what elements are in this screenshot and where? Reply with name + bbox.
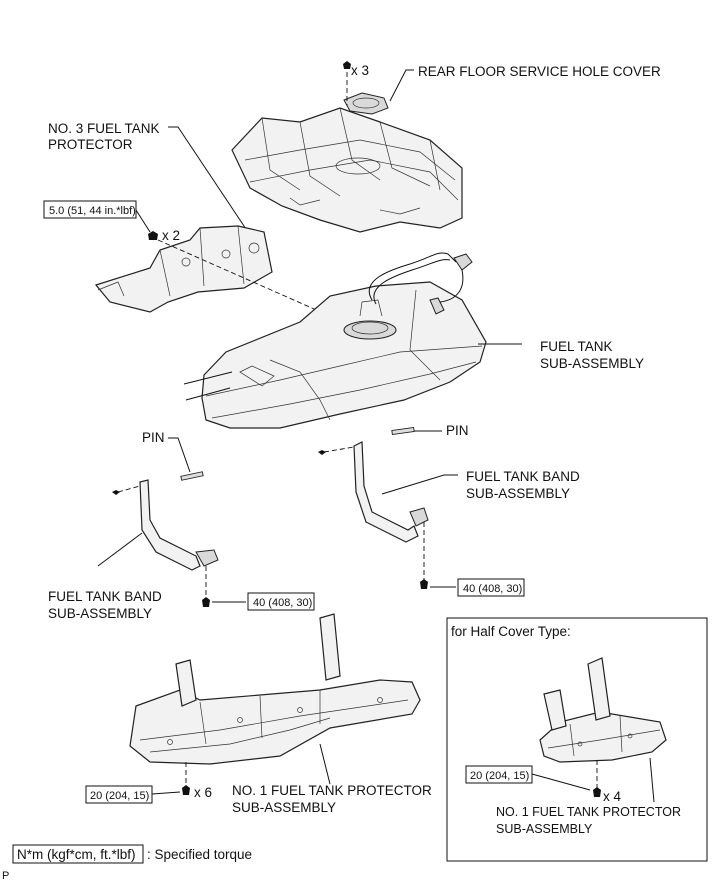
band-right-bolt-icon — [420, 579, 428, 589]
half-cover-protector-label-line2: SUB-ASSEMBLY — [496, 822, 593, 836]
pin-right-label: PIN — [446, 423, 469, 438]
no1-bolt-quantity: x 6 — [194, 785, 212, 800]
fuel-tank-label-line2: SUB-ASSEMBLY — [540, 356, 644, 371]
fuel-tank-label-line1: FUEL TANK — [540, 339, 613, 354]
torque-band-right: 40 (408, 30) — [463, 583, 522, 595]
rear-floor-service-hole-cover — [343, 92, 389, 115]
no3-bolt-icon — [148, 231, 158, 240]
torque-box-no1 — [85, 785, 153, 804]
half-cover-bolt-quantity: x 4 — [603, 789, 622, 804]
legend-unit: N*m (kgf*cm, ft.*lbf) — [17, 847, 136, 862]
no3-protector-label-line2: PROTECTOR — [48, 137, 133, 152]
band-left-label-line2: SUB-ASSEMBLY — [48, 606, 152, 621]
torque-box-no3 — [43, 200, 137, 219]
no1-bolt-icon — [182, 785, 190, 795]
band-right-label-line2: SUB-ASSEMBLY — [466, 486, 570, 501]
fuel-tank-band-right — [318, 441, 429, 543]
pin-right — [391, 426, 415, 436]
rear-floor-service-hole-cover-label: REAR FLOOR SERVICE HOLE COVER — [418, 64, 661, 79]
fuel-tank-sub-assembly — [183, 252, 487, 429]
band-right-label-line1: FUEL TANK BAND — [466, 469, 580, 484]
half-cover-type-title: for Half Cover Type: — [451, 624, 571, 639]
half-cover-protector — [539, 657, 667, 763]
half-cover-protector-label-line1: NO. 1 FUEL TANK PROTECTOR — [496, 805, 681, 819]
torque-no1-protector: 20 (204, 15) — [90, 790, 149, 802]
legend-unit-box — [12, 844, 144, 864]
cover-bolt-quantity: x 3 — [351, 63, 369, 78]
fuel-tank-band-left — [112, 479, 219, 571]
no1-protector-label-line2: SUB-ASSEMBLY — [232, 800, 336, 815]
pin-left — [180, 471, 204, 481]
torque-box-band-left — [247, 592, 315, 611]
torque-box-band-right — [457, 578, 525, 597]
no1-fuel-tank-protector — [129, 613, 421, 765]
legend-text: : Specified torque — [147, 847, 252, 862]
cover-bolt-icon — [343, 61, 351, 69]
torque-no3-protector: 5.0 (51, 44 in.*lbf) — [49, 205, 136, 217]
half-cover-bolt-icon — [593, 787, 601, 797]
torque-band-left: 40 (408, 30) — [253, 597, 312, 609]
pin-left-label: PIN — [142, 430, 165, 445]
no1-protector-label-line1: NO. 1 FUEL TANK PROTECTOR — [232, 783, 432, 798]
band-left-bolt-icon — [202, 597, 210, 607]
no3-bolt-quantity: x 2 — [162, 228, 180, 243]
no3-protector-label-line1: NO. 3 FUEL TANK — [48, 121, 160, 136]
rear-floor-body-illustration — [231, 107, 463, 233]
torque-half-cover: 20 (204, 15) — [470, 770, 529, 782]
no3-fuel-tank-protector — [94, 225, 273, 313]
band-left-label-line1: FUEL TANK BAND — [48, 589, 162, 604]
corner-mark: P — [2, 870, 9, 882]
